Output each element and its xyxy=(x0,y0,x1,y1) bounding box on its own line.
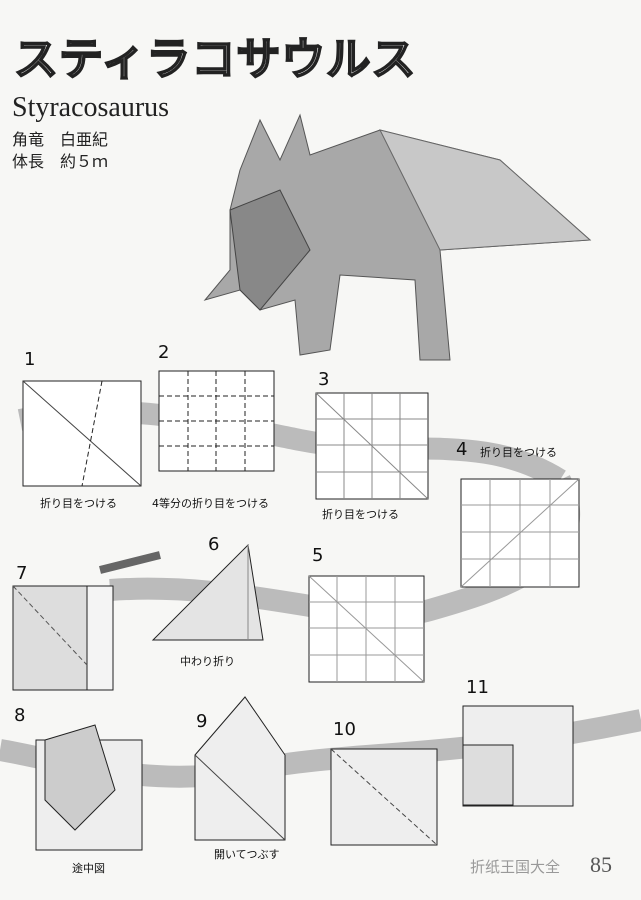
arrow-icon xyxy=(99,551,161,574)
page-number: 85 xyxy=(590,852,612,877)
info-row: 角竜白亜紀 xyxy=(12,130,124,150)
step-caption: 折り目をつける xyxy=(40,497,117,510)
step-caption: 中わり折り xyxy=(180,655,235,668)
info-value: 約５ｍ xyxy=(60,152,109,171)
step-7-diagram xyxy=(12,585,114,691)
step-10-diagram xyxy=(330,748,438,846)
step-1-diagram xyxy=(22,380,142,487)
step-11-diagram xyxy=(462,705,574,807)
step-2-diagram xyxy=(158,370,275,472)
step-4-diagram xyxy=(460,478,580,588)
step-3-diagram xyxy=(315,392,429,500)
step-number: 3 xyxy=(318,369,330,390)
step-number: 5 xyxy=(312,545,324,566)
info-value: 白亜紀 xyxy=(60,130,109,149)
step-number: 9 xyxy=(196,711,208,732)
step-number: 6 xyxy=(208,534,220,555)
step-number: 2 xyxy=(158,342,170,363)
info-row: 体長約５ｍ xyxy=(12,152,124,172)
page-title-english: Styracosaurus xyxy=(12,92,170,123)
step-number: 7 xyxy=(16,563,28,584)
step-5-diagram xyxy=(308,575,425,683)
page-title-japanese: スティラコサウルス xyxy=(13,33,417,86)
watermark: 折纸王国大全 xyxy=(470,858,561,876)
info-label: 角竜 xyxy=(12,130,45,149)
step-caption: 途中図 xyxy=(72,862,105,875)
step-number: 1 xyxy=(24,349,36,370)
step-number: 8 xyxy=(14,705,26,726)
step-caption: 開いてつぶす xyxy=(214,848,280,861)
step-caption: 折り目をつける xyxy=(480,446,557,459)
step-6-diagram xyxy=(151,543,264,641)
step-number: 11 xyxy=(466,677,489,698)
info-label: 体長 xyxy=(12,152,45,171)
step-8-diagram xyxy=(35,724,143,851)
step-9-diagram xyxy=(194,696,286,841)
step-caption: 4等分の折り目をつける xyxy=(152,497,269,510)
step-number: 10 xyxy=(333,719,356,740)
step-number: 4 xyxy=(456,439,468,460)
origami-model-photo xyxy=(203,113,592,361)
step-caption: 折り目をつける xyxy=(322,508,399,521)
